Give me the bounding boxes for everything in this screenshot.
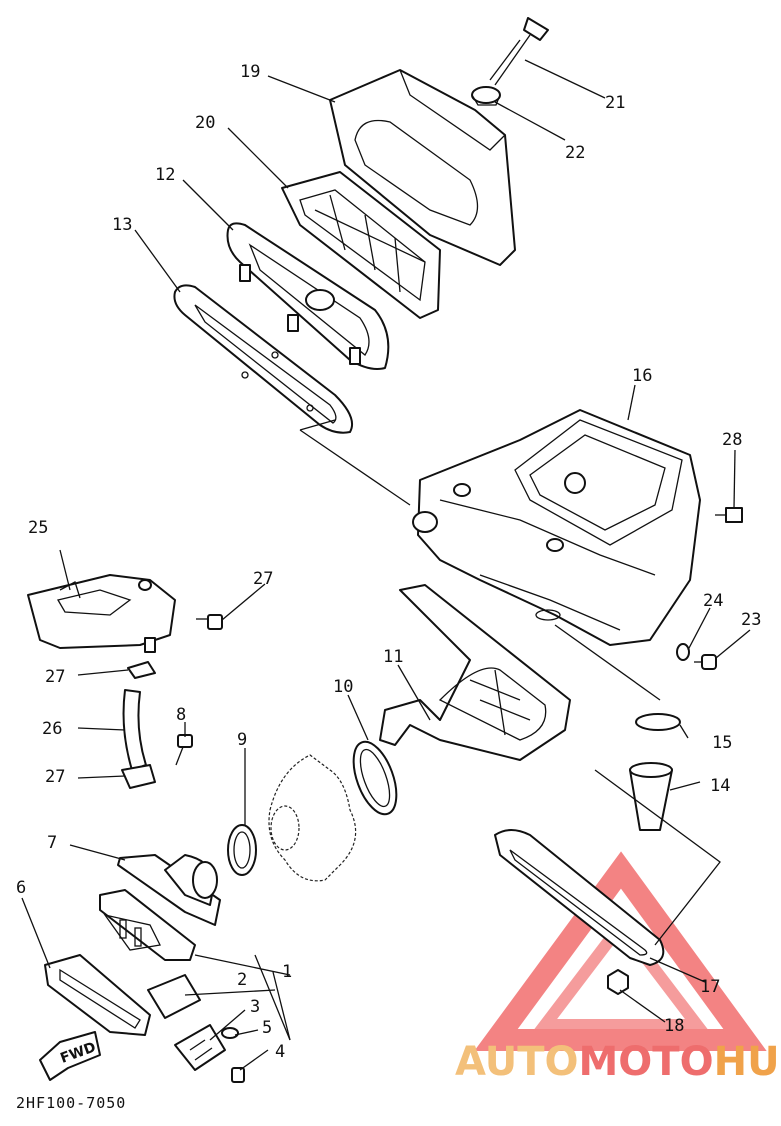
callout-20: 20 bbox=[195, 113, 215, 133]
callout-10: 10 bbox=[333, 677, 353, 697]
watermark-auto: AUTO bbox=[455, 1039, 579, 1085]
callout-23: 23 bbox=[741, 610, 761, 630]
drain-plug bbox=[694, 654, 717, 670]
reed-screw bbox=[231, 1067, 245, 1083]
forward-direction-arrow: FWD bbox=[39, 1031, 101, 1081]
callout-27-bottom: 27 bbox=[45, 767, 65, 787]
callout-17: 17 bbox=[700, 977, 720, 997]
carburetor-ghost-outline bbox=[268, 754, 357, 882]
hose-clamp-bottom bbox=[121, 764, 156, 789]
watermark-moto: MOTO bbox=[579, 1039, 714, 1085]
lower-case-gasket bbox=[494, 829, 665, 966]
case-bolt-right bbox=[715, 507, 743, 523]
callout-15: 15 bbox=[712, 733, 732, 753]
callout-12: 12 bbox=[155, 165, 175, 185]
callout-1: 1 bbox=[282, 962, 292, 982]
drain-washer bbox=[676, 643, 690, 661]
breather-hose bbox=[122, 689, 147, 771]
o-ring bbox=[635, 713, 681, 731]
hose-clamp-top bbox=[127, 661, 156, 679]
callout-14: 14 bbox=[710, 776, 730, 796]
filter-gasket bbox=[173, 284, 354, 434]
reed-stopper bbox=[174, 1024, 226, 1071]
callout-2: 2 bbox=[237, 970, 247, 990]
watermark-hub: HUB bbox=[714, 1039, 781, 1085]
intake-boot-clamp bbox=[352, 740, 398, 816]
air-filter-element bbox=[329, 69, 516, 266]
callout-labels: 19 20 12 13 21 22 16 28 25 27 24 23 27 1… bbox=[16, 62, 761, 1062]
callout-21: 21 bbox=[605, 93, 625, 113]
callout-6: 6 bbox=[16, 878, 26, 898]
callout-9: 9 bbox=[237, 730, 247, 750]
callout-4: 4 bbox=[275, 1042, 285, 1062]
filter-washer bbox=[471, 86, 501, 106]
callout-5: 5 bbox=[262, 1018, 272, 1038]
filter-seat-plate bbox=[226, 222, 390, 370]
breather-grommet bbox=[629, 762, 673, 831]
reed-washer bbox=[221, 1027, 239, 1039]
callout-8: 8 bbox=[176, 705, 186, 725]
reed-petal bbox=[147, 974, 201, 1019]
callout-27-top: 27 bbox=[45, 667, 65, 687]
watermark-triangle-logo bbox=[474, 851, 767, 1051]
callout-24: 24 bbox=[703, 591, 723, 611]
callout-7: 7 bbox=[47, 833, 57, 853]
callout-25: 25 bbox=[28, 518, 48, 538]
cover-screw bbox=[196, 614, 223, 630]
carburetor-joint bbox=[117, 854, 221, 926]
filter-bolt bbox=[489, 17, 549, 86]
reed-gasket bbox=[44, 954, 151, 1036]
callout-29: 28 bbox=[722, 430, 742, 450]
callout-18: 18 bbox=[664, 1016, 684, 1036]
lower-case-nut bbox=[607, 969, 629, 995]
watermark-text: AUTOMOTOHUB bbox=[455, 1039, 781, 1085]
callout-22: 22 bbox=[565, 143, 585, 163]
air-filter-case bbox=[412, 409, 701, 646]
reed-valve-assembly bbox=[99, 889, 196, 961]
callout-19: 19 bbox=[240, 62, 260, 82]
intake-duct-cover bbox=[27, 574, 176, 653]
joint-clamp bbox=[227, 824, 257, 876]
callout-3: 3 bbox=[250, 997, 260, 1017]
callout-11: 11 bbox=[383, 647, 403, 667]
callout-16: 16 bbox=[632, 366, 652, 386]
callout-28: 27 bbox=[253, 569, 273, 589]
drawing-code: 2HF100-7050 bbox=[16, 1094, 126, 1112]
filter-guide-frame bbox=[281, 171, 441, 319]
callout-13: 13 bbox=[112, 215, 132, 235]
joint-bolt bbox=[175, 734, 193, 766]
leader-lines bbox=[21, 59, 751, 1071]
callout-26: 26 bbox=[42, 719, 62, 739]
